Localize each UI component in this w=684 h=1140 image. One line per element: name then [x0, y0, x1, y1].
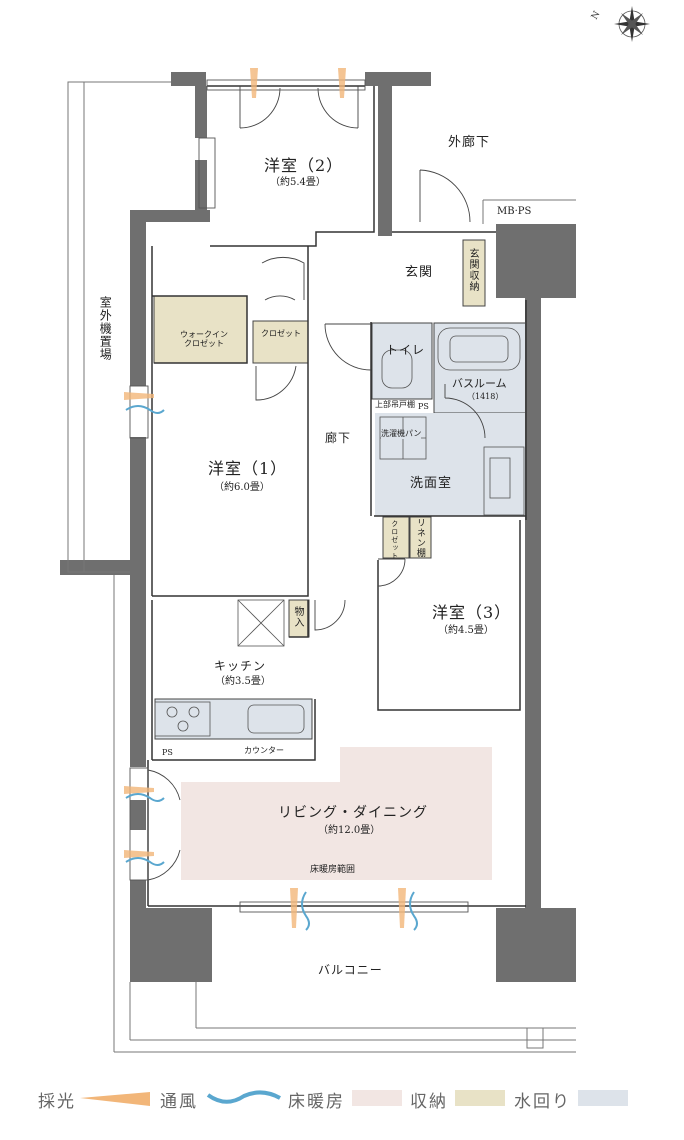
- legend: [80, 1090, 628, 1106]
- legend-wet-area-label: 水回り: [514, 1092, 571, 1112]
- doors: [147, 86, 486, 881]
- legend-storage-swatch: [455, 1090, 505, 1106]
- windows: [129, 79, 469, 913]
- bedroom3-label: 洋室（3）: [432, 603, 512, 622]
- walls: [60, 72, 576, 982]
- compass-icon: [614, 6, 650, 42]
- daylight-indicators: [124, 68, 406, 928]
- floor-heating-area: [181, 747, 492, 880]
- bathroom-label: バスルーム: [452, 377, 507, 390]
- fixtures: [154, 327, 525, 737]
- legend-ventilation-swatch: [206, 1090, 281, 1104]
- upper-cabinet-label: 上部吊戸棚: [375, 400, 415, 409]
- kitchen-label: キッチン: [214, 659, 267, 673]
- ventilation-indicators: [125, 405, 418, 931]
- storage-label: 物入: [292, 606, 303, 628]
- kitchen-counter-fill: [154, 698, 313, 740]
- entrance-label: 玄関: [405, 265, 434, 280]
- legend-daylight-swatch: [80, 1092, 150, 1106]
- balcony-label: バルコニー: [318, 963, 383, 977]
- corridor-label: 廊下: [325, 431, 352, 445]
- legend-storage-label: 収納: [410, 1092, 448, 1112]
- washroom-label: 洗面室: [410, 476, 453, 491]
- counter-label: カウンター: [244, 746, 284, 755]
- bedroom2-label: 洋室（2）: [264, 156, 344, 175]
- bedroom3-size: （約4.5畳）: [438, 625, 494, 636]
- closet-label: クロゼット: [261, 329, 301, 338]
- washer-pan-label: 洗濯機パン: [381, 429, 422, 439]
- mb-ps-label: MB·PS: [497, 206, 532, 217]
- kitchen-size: （約3.5畳）: [215, 676, 271, 687]
- compass-north-label: N: [590, 10, 603, 22]
- entrance-storage-label: 玄関収納: [467, 248, 478, 292]
- outer-corridor-label: 外廊下: [448, 135, 491, 150]
- bedroom2-size: （約5.4畳）: [270, 177, 326, 188]
- floor-heating-label: 床暖房範囲: [310, 865, 356, 875]
- ps-label: PS: [418, 402, 429, 411]
- bathroom-size: （1418）: [467, 392, 504, 401]
- bedroom1-size: （約6.0畳）: [214, 482, 270, 493]
- ps-kitchen-label: PS: [162, 748, 173, 757]
- legend-ventilation-label: 通風: [160, 1092, 198, 1112]
- closet3-label: クロゼット: [390, 520, 399, 560]
- outdoor-unit-label: 室外機置場: [98, 296, 113, 361]
- closet-fill: [252, 320, 309, 364]
- linen-shelf-fill: [409, 516, 432, 559]
- walkin-closet-label: ウォークイン クロゼット: [180, 330, 228, 348]
- bedroom1-label: 洋室（1）: [208, 459, 288, 478]
- linen-shelf-label: リネン棚: [414, 518, 425, 558]
- rails: [67, 81, 576, 1053]
- living-label: リビング・ダイニング: [278, 805, 428, 821]
- closet3-fill: [382, 516, 410, 559]
- legend-wet-area-swatch: [578, 1090, 628, 1106]
- legend-daylight-label: 採光: [38, 1092, 76, 1112]
- legend-floor-heating-swatch: [352, 1090, 402, 1106]
- living-size: （約12.0畳）: [318, 825, 381, 836]
- toilet-label: トイレ: [386, 343, 426, 357]
- legend-floor-heating-label: 床暖房: [288, 1092, 345, 1112]
- interior-walls: [147, 85, 527, 907]
- entrance-storage-fill: [462, 239, 486, 307]
